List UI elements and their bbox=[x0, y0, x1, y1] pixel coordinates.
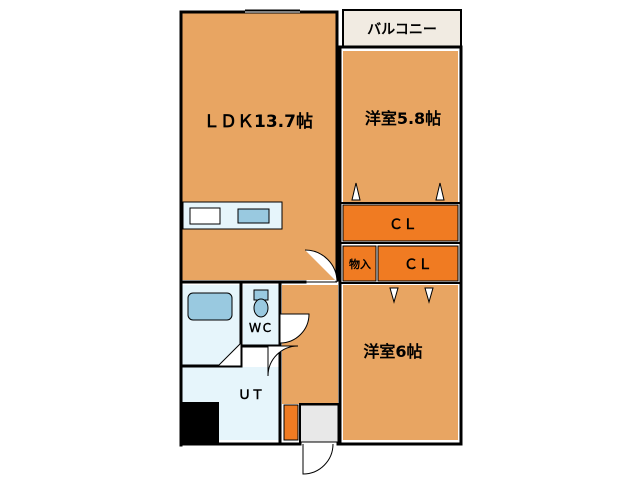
western-room-b-label: 洋室6帖 bbox=[363, 342, 422, 361]
washer-space bbox=[181, 402, 219, 444]
entry-door bbox=[302, 443, 334, 475]
hallway bbox=[282, 285, 338, 404]
storage bbox=[342, 245, 377, 282]
door-marker bbox=[351, 182, 361, 201]
door-marker bbox=[424, 287, 434, 304]
western-room-b bbox=[343, 285, 458, 440]
western-room-a bbox=[343, 51, 458, 203]
storage-label: 物入 bbox=[349, 257, 371, 271]
door-marker bbox=[389, 287, 399, 304]
closet-a-label: ＣＬ bbox=[389, 217, 417, 233]
shoe-storage bbox=[283, 404, 299, 441]
wc-door bbox=[279, 313, 310, 344]
ldk-room bbox=[181, 12, 337, 280]
closet-a bbox=[342, 204, 459, 242]
western-room-a-label: 洋室5.8帖 bbox=[365, 109, 441, 128]
toilet-bowl bbox=[253, 298, 269, 318]
entrance bbox=[299, 404, 339, 443]
stove bbox=[189, 207, 221, 225]
utility-door bbox=[267, 345, 299, 377]
bathtub bbox=[187, 292, 233, 321]
bath-door bbox=[216, 341, 242, 367]
walls bbox=[179, 10, 463, 447]
ldk-label: ＬＤＫ13.7帖 bbox=[203, 111, 313, 132]
kitchen-sink bbox=[237, 208, 270, 224]
balcony bbox=[342, 9, 462, 48]
toilet-label: ＷＣ bbox=[249, 321, 273, 335]
closet-b bbox=[377, 245, 459, 282]
closet-b-label: ＣＬ bbox=[404, 257, 432, 273]
ldk-door bbox=[304, 249, 338, 283]
balcony-label: バルコニー bbox=[367, 22, 437, 38]
door-marker bbox=[435, 182, 445, 201]
utility-label: ＵＴ bbox=[238, 388, 264, 403]
